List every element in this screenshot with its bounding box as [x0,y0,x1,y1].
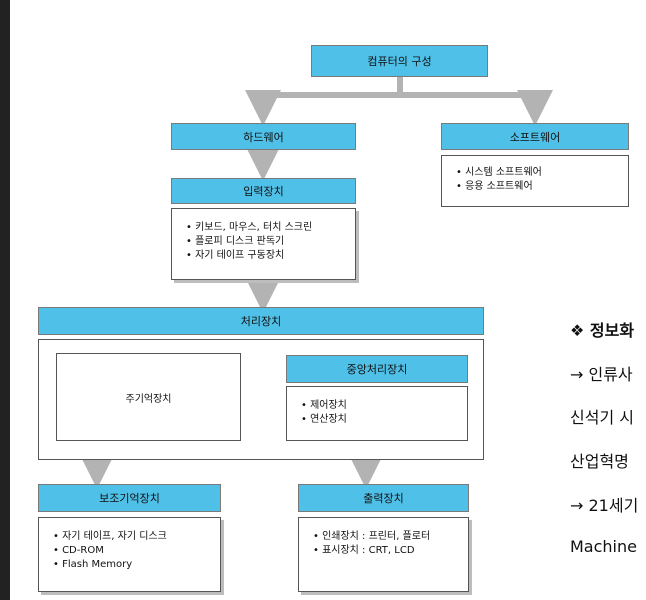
processing-label: 처리장치 [240,315,282,328]
list-item: 자기 테이프, 자기 디스크 [53,530,220,544]
input-header: 입력장치 [171,178,356,204]
list-item: Flash Memory [53,558,220,572]
list-item: 표시장치 : CRT, LCD [313,544,468,558]
input-box: 키보드, 마우스, 터치 스크린 플로피 디스크 판독기 자기 테이프 구동장치 [171,208,356,280]
software-label: 소프트웨어 [509,130,561,144]
side-line: Machine [570,537,637,556]
aux-storage-label: 보조기억장치 [99,492,160,505]
cpu-box: 제어장치 연산장치 [286,386,468,441]
main-memory-label: 주기억장치 [125,393,172,405]
aux-storage-header: 보조기억장치 [38,484,221,512]
cpu-list: 제어장치 연산장치 [301,399,467,427]
input-list: 키보드, 마우스, 터치 스크린 플로피 디스크 판독기 자기 테이프 구동장치 [186,221,355,263]
list-item: 시스템 소프트웨어 [456,166,628,180]
output-list: 인쇄장치 : 프린터, 플로터 표시장치 : CRT, LCD [313,530,468,558]
list-item: 연산장치 [301,413,467,427]
list-item: 응용 소프트웨어 [456,180,628,194]
software-list: 시스템 소프트웨어 응용 소프트웨어 [456,166,628,194]
side-line: → 인류사 [570,365,633,384]
side-heading: ❖ 정보화 [570,321,635,340]
list-item: 자기 테이프 구동장치 [186,249,355,263]
output-box: 인쇄장치 : 프린터, 플로터 표시장치 : CRT, LCD [298,517,469,592]
side-line: 신석기 시 [570,408,634,427]
list-item: 플로피 디스크 판독기 [186,235,355,249]
aux-storage-list: 자기 테이프, 자기 디스크 CD-ROM Flash Memory [53,530,220,572]
software-box: 시스템 소프트웨어 응용 소프트웨어 [441,155,629,207]
root-label: 컴퓨터의 구성 [367,55,432,68]
output-header: 출력장치 [298,484,469,512]
cpu-header: 중앙처리장치 [286,355,468,383]
hardware-node: 하드웨어 [171,123,356,150]
aux-storage-box: 자기 테이프, 자기 디스크 CD-ROM Flash Memory [38,517,221,592]
root-node: 컴퓨터의 구성 [311,45,488,77]
side-line: → 21세기 [570,496,639,515]
list-item: 인쇄장치 : 프린터, 플로터 [313,530,468,544]
left-dark-border [0,0,10,600]
input-label: 입력장치 [243,185,284,198]
list-item: 키보드, 마우스, 터치 스크린 [186,221,355,235]
list-item: 제어장치 [301,399,467,413]
cpu-label: 중앙처리장치 [346,363,408,376]
processing-header: 처리장치 [38,307,484,335]
software-header: 소프트웨어 [441,123,629,150]
main-memory-box: 주기억장치 [56,353,241,441]
output-label: 출력장치 [363,492,404,505]
side-line: 산업혁명 [570,452,629,471]
hardware-label: 하드웨어 [243,130,284,144]
list-item: CD-ROM [53,544,220,558]
